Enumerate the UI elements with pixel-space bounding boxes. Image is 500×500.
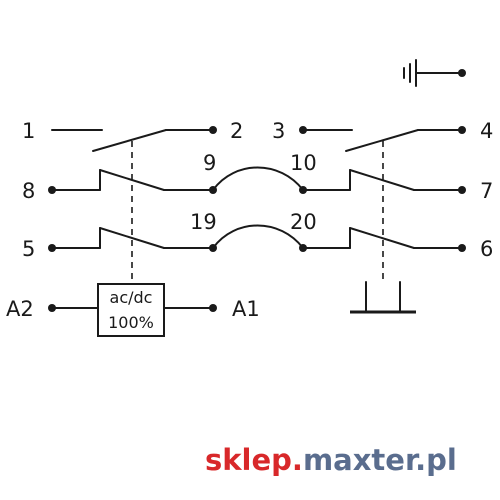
terminal-19-label: 19 [190, 210, 217, 234]
watermark: sklep.maxter.pl [205, 443, 457, 477]
terminal-20-label: 20 [290, 210, 317, 234]
terminal-4-label: 4 [480, 119, 493, 143]
coil-text-line1: ac/dc [110, 288, 153, 307]
bridge-19-20 [212, 224, 304, 249]
terminal-a2-label: A2 [6, 297, 34, 321]
contact-10-7 [299, 169, 466, 194]
bridge-9-10 [212, 166, 304, 191]
terminal-9-label: 9 [203, 151, 216, 175]
push-button-symbol [350, 281, 416, 314]
watermark-part1: sklep. [205, 443, 303, 477]
contact-20-6 [299, 227, 466, 252]
terminal-6-label: 6 [480, 237, 493, 261]
terminal-10-label: 10 [290, 151, 317, 175]
terminal-1-label: 1 [22, 119, 35, 143]
terminal-3-label: 3 [272, 119, 285, 143]
coil-a1-a2 [48, 283, 217, 337]
terminal-8-label: 8 [22, 179, 35, 203]
terminal-7-label: 7 [480, 179, 493, 203]
contact-5-19 [48, 227, 217, 252]
terminal-a1-label: A1 [232, 297, 260, 321]
coil-text-line2: 100% [108, 313, 154, 332]
contact-3-4 [299, 126, 466, 152]
ground-symbol [403, 59, 466, 87]
contact-1-2 [51, 126, 217, 152]
terminal-2-label: 2 [230, 119, 243, 143]
watermark-part2: maxter.pl [303, 443, 457, 477]
terminal-5-label: 5 [22, 237, 35, 261]
